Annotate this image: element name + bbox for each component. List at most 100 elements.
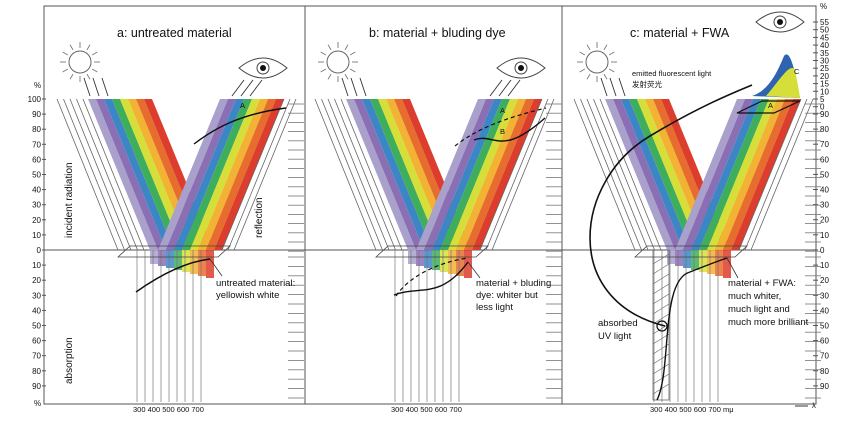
left-tick-label: 10 <box>32 261 41 270</box>
incident-spectrum-band <box>362 99 432 250</box>
incident-spectrum-band <box>96 99 166 250</box>
absorbed-spectrum-band <box>448 250 456 274</box>
marker-label: C <box>794 67 800 76</box>
hatch-line <box>652 373 670 385</box>
incident-spectrum-band <box>637 99 707 250</box>
hatch-line <box>652 313 670 325</box>
right-tick-label: 50 <box>820 322 829 331</box>
left-tick-label: 70 <box>32 352 41 361</box>
material-note: much whiter, <box>728 291 781 302</box>
left-tick-label: 20 <box>32 276 41 285</box>
absorbed-spectrum-band <box>174 250 182 270</box>
marker-label: A <box>768 101 773 110</box>
incoming-arrow <box>101 77 109 97</box>
incoming-arrow <box>609 77 617 97</box>
incident-ray-line <box>580 98 642 251</box>
marker-label: B <box>500 127 505 136</box>
absorption-curve <box>656 257 728 401</box>
emitted-label: 发射荧光 <box>632 79 662 89</box>
reflected-arrow <box>231 79 245 97</box>
material-note: less light <box>476 302 513 313</box>
reflected-spectrum-band <box>456 99 526 250</box>
hatch-line <box>652 253 670 265</box>
incident-spectrum-band <box>378 99 448 250</box>
absorbed-spectrum-band <box>675 250 683 266</box>
incident-spectrum-band <box>88 99 158 250</box>
reflection-curve <box>193 107 287 145</box>
right-tick-label: 20 <box>820 72 829 81</box>
reflected-spectrum-band <box>182 99 252 250</box>
sun-ray-icon <box>349 68 356 73</box>
hatch-line <box>652 293 670 305</box>
right-tick-label: 80 <box>820 125 829 134</box>
sun-icon <box>326 50 350 74</box>
material-note: much light and <box>728 304 790 315</box>
panel-title: b: material + bluding dye <box>369 26 506 40</box>
absorbed-spectrum-band <box>715 250 723 276</box>
reflected-spectrum-band <box>440 99 510 250</box>
reflected-spectrum-band <box>472 99 542 250</box>
right-tick-label: 20 <box>820 276 829 285</box>
hatch-line <box>652 273 670 285</box>
reflected-spectrum-band <box>731 99 801 250</box>
incident-ray-line <box>63 98 125 251</box>
absorbed-spectrum-band <box>182 250 190 272</box>
incident-spectrum-band <box>605 99 675 250</box>
right-tick-label: 40 <box>820 186 829 195</box>
note-pointer <box>467 261 481 279</box>
incident-spectrum-band <box>120 99 190 250</box>
absorbed-label: absorbed <box>598 318 638 329</box>
absorbed-spectrum-band <box>440 250 448 272</box>
incident-spectrum-band <box>346 99 416 250</box>
incident-ray-line <box>69 98 132 251</box>
wavelength-tick-label: 300 400 500 600 700 <box>391 405 462 414</box>
reflected-spectrum-band <box>158 99 228 250</box>
left-tick-label: 30 <box>32 291 41 300</box>
axis-unit-bottom: % <box>34 399 41 408</box>
panel-title: c: material + FWA <box>630 26 730 40</box>
sun-ray-icon <box>69 44 74 51</box>
dashed-reflection-curve <box>454 107 547 147</box>
absorbed-spectrum-band <box>723 250 731 278</box>
absorbed-spectrum-band <box>691 250 699 270</box>
incoming-arrow <box>359 77 367 97</box>
left-tick-label: 0 <box>37 246 42 255</box>
reflected-ray-line <box>227 98 291 251</box>
left-tick-label: 100 <box>28 95 42 104</box>
left-tick-label: 50 <box>32 322 41 331</box>
sun-ray-icon <box>608 51 615 56</box>
reflected-spectrum-band <box>424 99 494 250</box>
eye-iris-icon <box>514 61 528 75</box>
sun-ray-icon <box>586 73 591 80</box>
right-tick-label: 55 <box>820 18 829 27</box>
incident-ray-line <box>314 98 377 251</box>
reflected-ray-line <box>491 98 555 251</box>
reflected-arrow <box>249 79 263 97</box>
absorption-label: absorption <box>64 337 75 384</box>
absorbed-spectrum-band <box>424 250 432 268</box>
left-tick-label: 30 <box>32 201 41 210</box>
right-tick-label: 45 <box>820 33 829 42</box>
reflected-spectrum-band <box>699 99 769 250</box>
incident-ray-line <box>586 98 649 251</box>
incident-label: incident radiation <box>64 162 75 238</box>
incident-ray-line <box>340 98 403 251</box>
reflection-label: reflection <box>254 197 265 238</box>
reflected-spectrum-band <box>723 99 793 250</box>
incoming-arrow <box>341 77 349 97</box>
incident-ray-line <box>573 98 636 251</box>
reflected-spectrum-band <box>198 99 268 250</box>
marker-label: A <box>500 106 505 115</box>
hatch-line <box>652 303 670 315</box>
hatch-line <box>652 333 670 345</box>
right-tick-label: 15 <box>820 80 829 89</box>
material-note: dye: whiter but <box>476 290 538 301</box>
incident-ray-line <box>593 98 655 251</box>
incoming-arrow <box>600 77 608 97</box>
right-tick-label: 90 <box>820 110 829 119</box>
absorbed-spectrum-band <box>456 250 464 276</box>
right-tick-label: 50 <box>820 26 829 35</box>
fluorescent-peak-yellow <box>766 68 800 98</box>
right-tick-label: 70 <box>820 352 829 361</box>
sun-icon <box>68 50 92 74</box>
